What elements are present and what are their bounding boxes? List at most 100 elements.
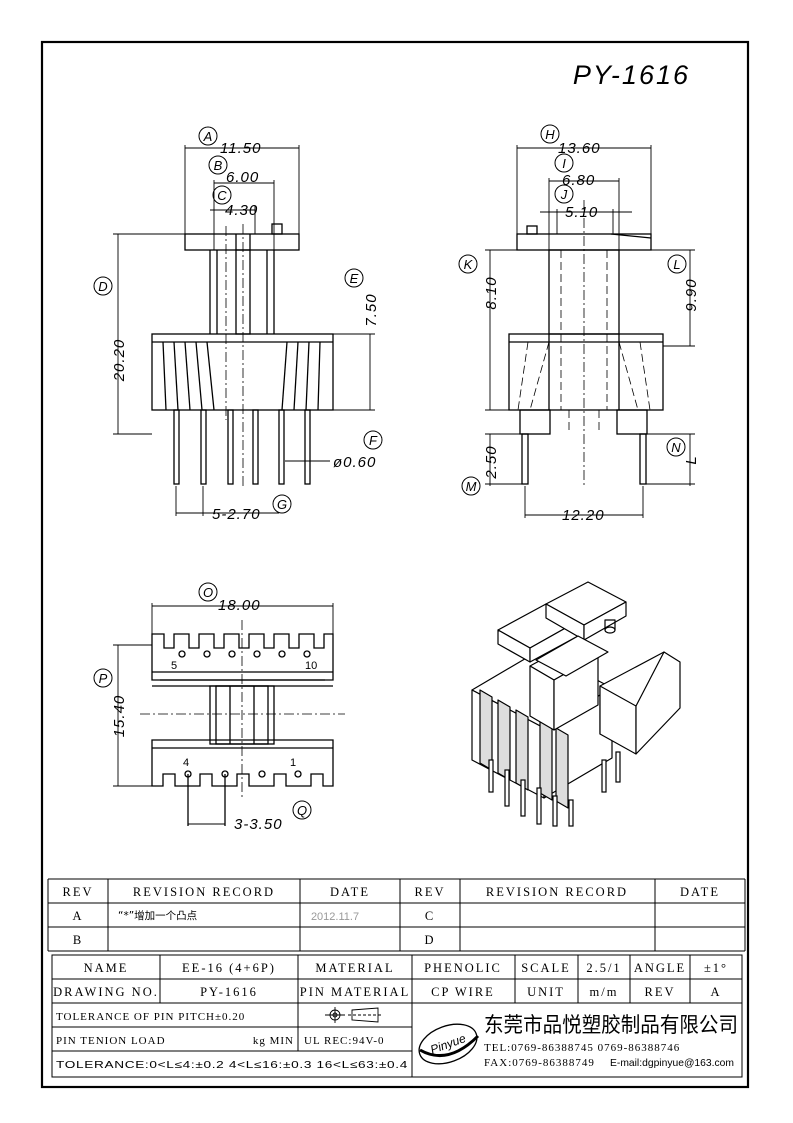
ul-rec: UL REC:94V-0 [304,1035,385,1047]
svg-text:H: H [545,127,555,142]
rev-a: A [72,909,83,923]
svg-text:J: J [560,187,568,202]
label-g: G [272,494,292,514]
rev-d: D [424,933,435,947]
rev-header: REV [63,885,94,899]
scale-label: SCALE [521,961,571,975]
label-k: K [458,254,478,274]
dimension-labels: A B C D E F G H I J K L M N O P Q [93,124,687,820]
dim-c: 4.30 [225,202,258,219]
side-view-hidden [517,250,651,434]
company-email: E-mail:dgpinyue@163.com [610,1057,734,1069]
rev-value: A [710,985,721,999]
tolerance-pin-pitch: TOLERANCE OF PIN PITCH±0.20 [56,1011,245,1023]
material-label: MATERIAL [315,961,394,975]
label-d: D [93,276,113,296]
label-q: Q [292,800,312,820]
pin-material-value: CP WIRE [431,985,495,999]
dim-d: 20.20 [111,339,128,383]
rev-header-2: REV [415,885,446,899]
company-name: 东莞市品悦塑胶制品有限公司 [484,1013,738,1037]
svg-text:F: F [369,433,378,448]
label-n: N [666,437,686,457]
sheet-border [40,40,750,1089]
date-header-2: DATE [680,885,720,899]
svg-text:Q: Q [297,803,307,818]
front-view-centerlines [225,224,244,486]
projection-symbol-icon [325,1007,382,1023]
label-l: L [667,254,687,274]
svg-text:L: L [673,257,680,272]
drawing-no-value: PY-1616 [200,985,258,999]
side-view-dims: 13.60 6.80 5.10 8.10 9.90 2.50 L 12.20 [483,140,700,524]
label-m: M [461,476,481,496]
label-e: E [344,268,364,288]
svg-text:M: M [466,479,477,494]
tolerance-general: TOLERANCE:0<L≤4:±0.2 4<L≤16:±0.3 16<L≤63… [56,1060,408,1071]
svg-text:G: G [277,497,287,512]
pin-number-10: 10 [305,660,317,672]
dim-i: 6.80 [562,172,595,189]
svg-text:D: D [98,279,107,294]
dim-m: 2.50 [483,445,500,479]
top-view-dims: 18.00 15.40 3-3.50 5 10 4 1 [111,597,317,833]
dim-width: 12.20 [562,507,605,524]
date-header: DATE [330,885,370,899]
pin-number-5: 5 [171,660,177,672]
pin-load-label: PIN TENION LOAD [56,1035,166,1047]
dim-k: 8.10 [483,276,500,309]
label-o: O [198,582,218,602]
svg-text:P: P [99,671,108,686]
drawing-no-label: DRAWING NO. [53,985,159,999]
rev-label: REV [645,985,676,999]
pin-material-label: PIN MATERIAL [300,985,410,999]
rev-b: B [73,933,83,947]
angle-value: ±1° [704,961,728,975]
unit-label: UNIT [527,985,565,999]
unit-value: m/m [590,985,619,999]
name-label: NAME [84,961,129,975]
svg-text:O: O [203,585,213,600]
svg-text:E: E [350,271,359,286]
rev-a-date: 2012.11.7 [311,911,359,923]
company-fax: FAX:0769-86388749 [484,1057,595,1069]
dim-b: 6.00 [226,169,259,186]
dim-o: 18.00 [218,597,261,614]
isometric-view [471,581,681,809]
pinyue-logo: Pinyue [418,1023,480,1065]
isometric-pins [488,751,621,827]
label-b: B [208,155,228,175]
dim-n: L [683,455,700,464]
top-view-dim-lines [113,603,334,825]
company-tel: TEL:0769-86388745 0769-86388746 [484,1042,680,1054]
side-view [508,225,664,485]
revision-record-header-2: REVISION RECORD [486,885,628,899]
label-j: J [554,184,574,204]
pin-load-unit: kg MIN [253,1035,294,1047]
label-h: H [540,124,560,144]
dim-l: 9.90 [683,278,700,311]
top-view [151,633,334,826]
front-view [151,223,334,485]
dim-g: 5-2.70 [212,506,261,523]
rev-c: C [425,909,435,923]
svg-text:A: A [203,129,213,144]
dim-p: 15.40 [111,695,128,738]
pin-number-4: 4 [183,757,189,769]
title-block: NAME EE-16 (4+6P) MATERIAL PHENOLIC SCAL… [51,954,743,1078]
label-f: F [363,430,383,450]
label-c: C [212,185,232,205]
pin-number-1: 1 [290,757,296,769]
top-view-centerlines [140,620,345,800]
dim-j: 5.10 [565,204,598,221]
svg-text:N: N [671,440,681,455]
dim-q: 3-3.50 [234,816,283,833]
svg-text:B: B [214,158,223,173]
angle-label: ANGLE [634,961,686,975]
front-view-dim-lines [113,145,375,516]
label-p: P [93,668,113,688]
dim-a: 11.50 [220,140,261,157]
dim-f: ø0.60 [333,454,376,471]
dim-e: 7.50 [363,293,380,326]
